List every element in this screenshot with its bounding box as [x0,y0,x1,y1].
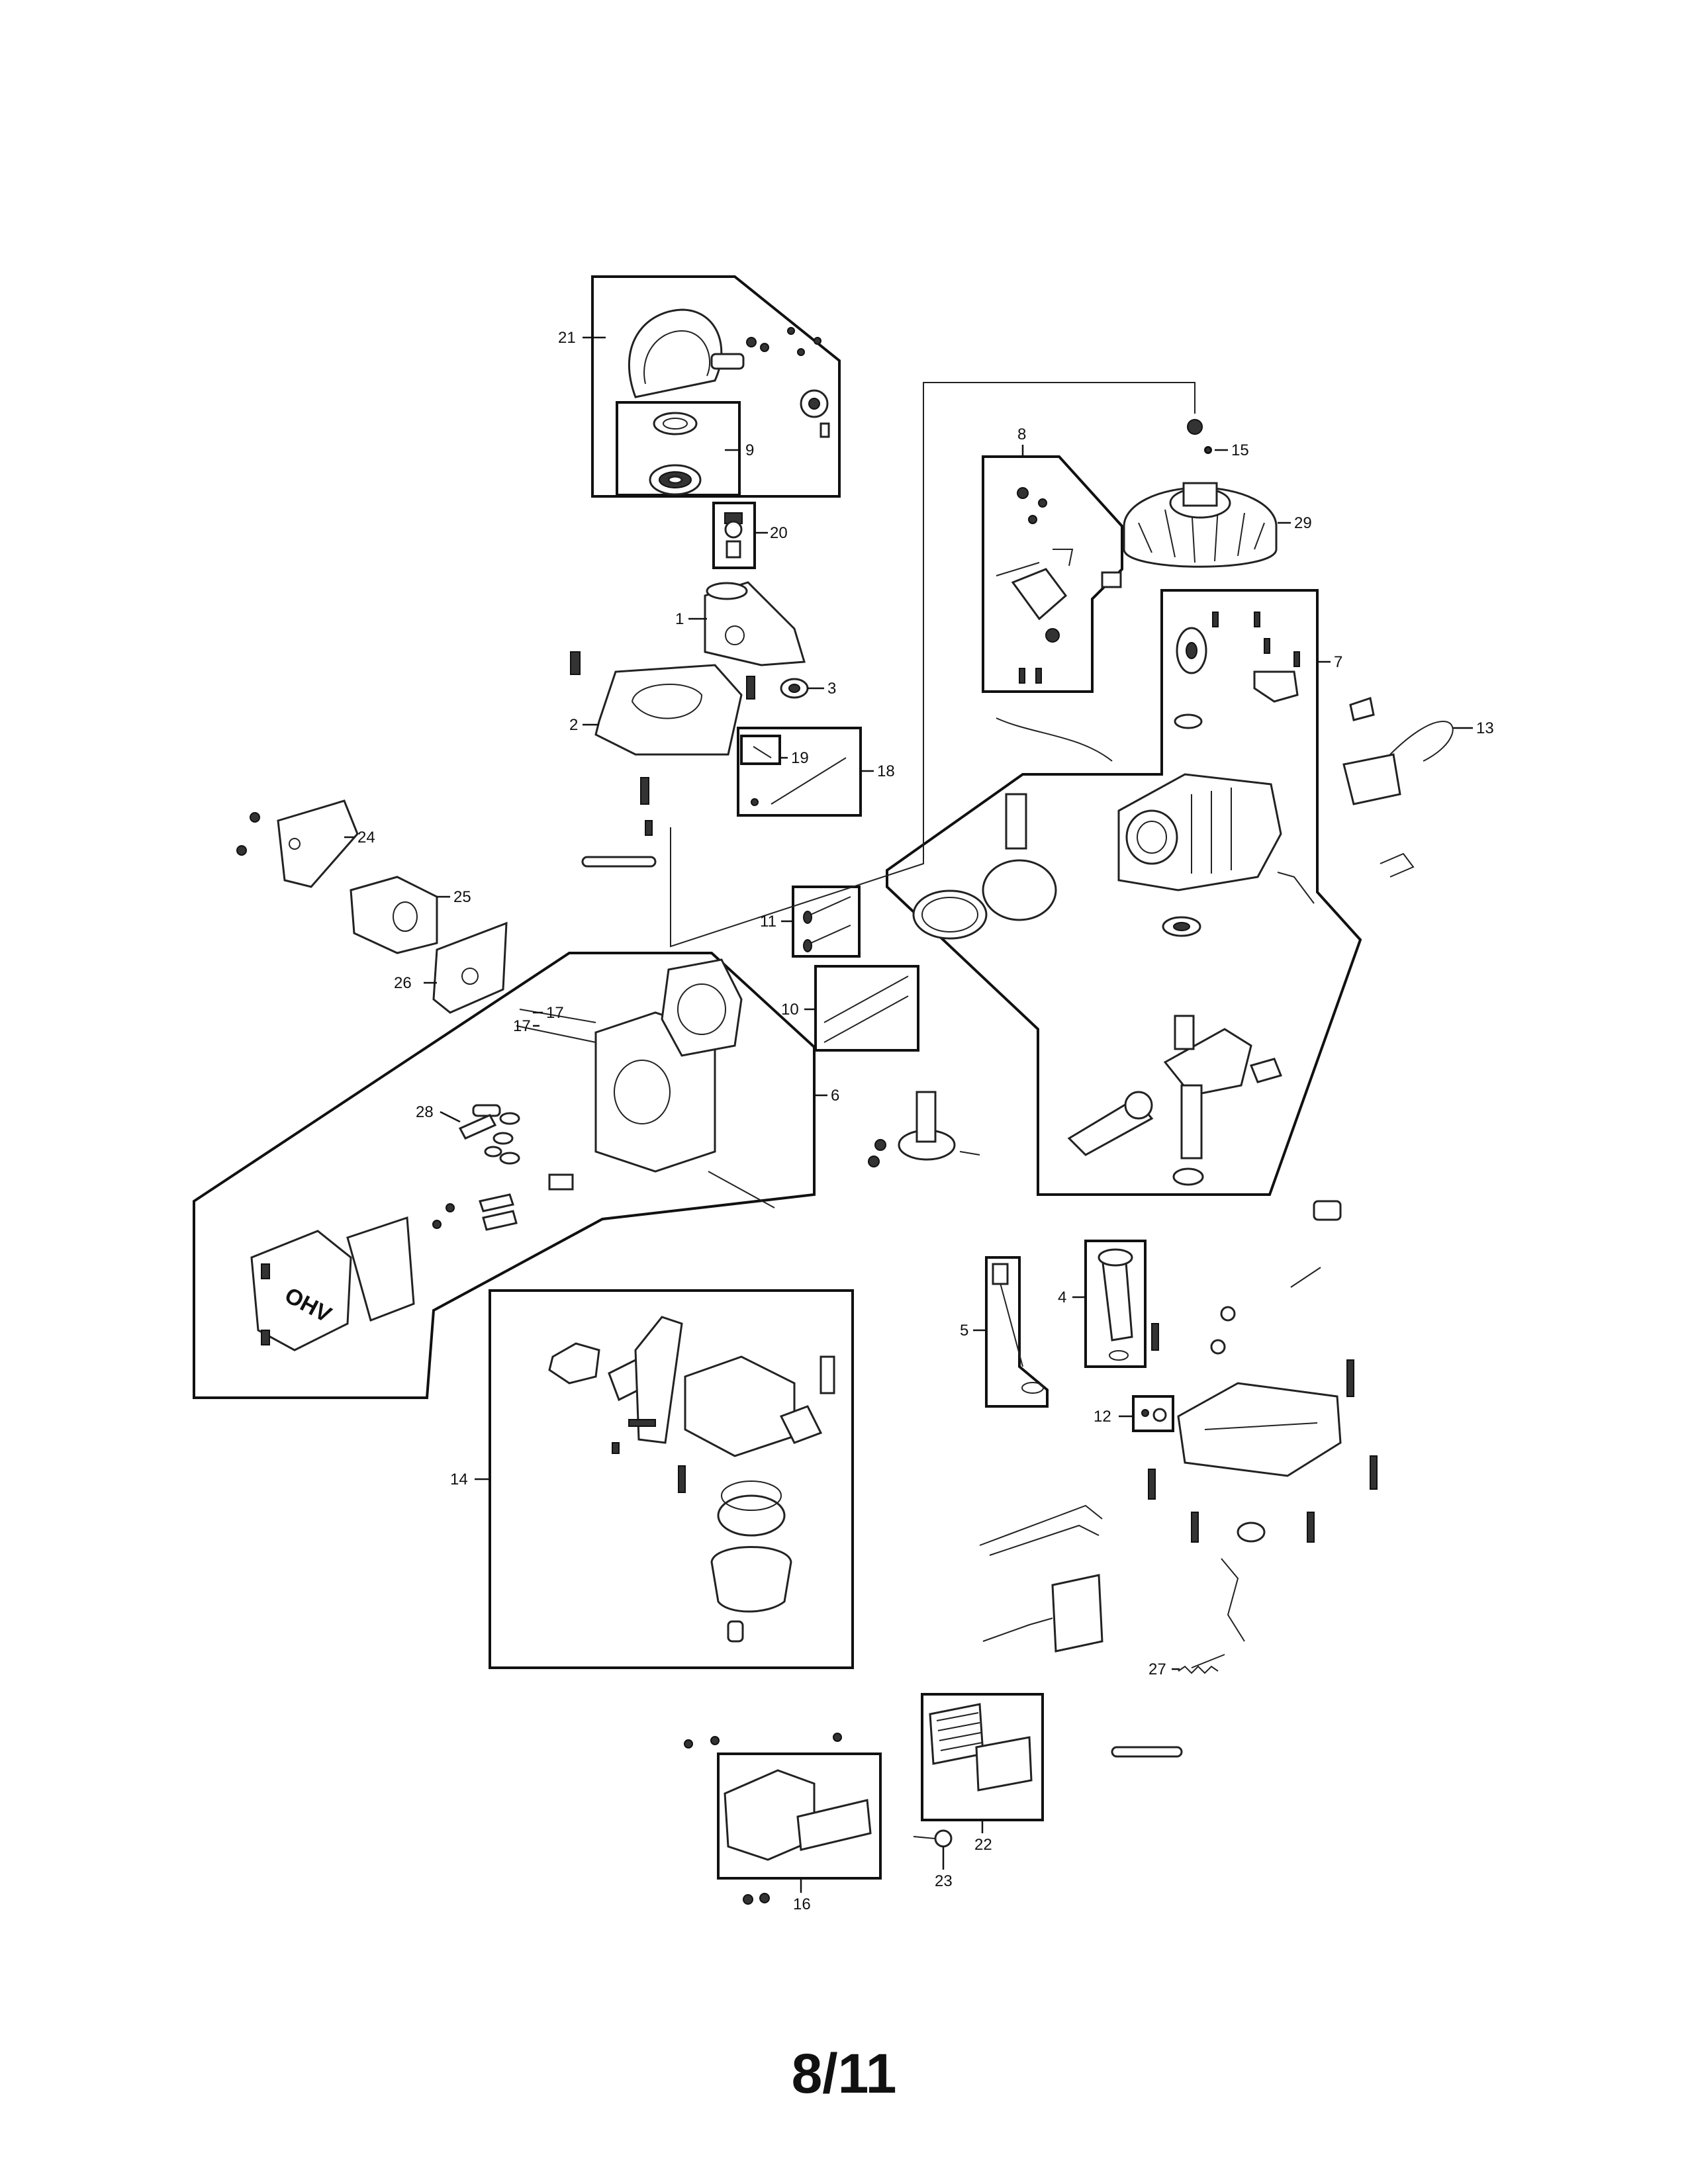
link-strap [581,856,657,868]
starter-housing [628,308,769,398]
item-20-part [724,512,743,559]
valve-springs [484,1112,520,1165]
item-12-frame [1132,1395,1174,1432]
air-cleaner-knob [913,1829,953,1848]
starter-pulley [649,412,702,496]
callout-10: 10 [781,1001,799,1019]
callout-5: 5 [960,1322,968,1340]
callout-12: 12 [1094,1408,1111,1426]
cylinder-baffle [570,651,743,836]
flywheel [1123,419,1278,568]
governor-spring-27 [1178,1665,1219,1674]
cylinder-head [472,958,775,1208]
callout-8: 8 [1017,426,1026,443]
filter-element [929,1703,1033,1792]
linkage-rods [979,1504,1245,1668]
muffler-shield [432,921,508,1014]
callout-18: 18 [877,762,895,780]
oil-fill-frame [1084,1240,1147,1368]
blower-housing [704,581,806,666]
callout-25: 25 [453,888,471,906]
ignition-coil [1277,697,1454,904]
callout-6: 6 [831,1087,839,1105]
pushrod-parts [751,746,847,806]
callout-17a: 17 [546,1004,564,1022]
callout-2: 2 [569,716,578,734]
callout-17b: 17 [513,1017,531,1035]
muffler-guard [236,799,359,888]
callout-21: 21 [558,329,576,347]
muffler [350,876,438,954]
item-3-part [746,676,809,700]
leader-lines [344,336,1473,1893]
callout-19: 19 [791,749,809,767]
item-15-part [1205,447,1211,453]
item-20-frame [712,502,756,569]
piston-assembly [912,793,1057,940]
item-19-subframe [740,735,781,765]
callout-15: 15 [1231,441,1249,459]
callout-26: 26 [394,974,412,992]
callout-29: 29 [1294,514,1312,532]
callout-4: 4 [1058,1289,1066,1306]
crankcase-block [1117,612,1300,937]
governor-bracket [996,487,1122,684]
callout-3: 3 [827,680,836,698]
recoil-starter-frame [591,275,841,498]
page-number: 8/11 [791,2042,897,2105]
camshaft [868,1091,980,1167]
item-10-frame [814,965,919,1052]
callout-27: 27 [1149,1661,1166,1678]
air-cleaner-frame [717,1752,882,1880]
flywheel-connector-line [670,382,1196,948]
crankshaft [1067,1015,1283,1186]
lower-link-strap [1111,1746,1183,1758]
callout-labels: 21 9 20 1 2 3 19 18 8 15 29 7 13 24 25 2… [357,329,1494,1913]
item-10-rods [823,976,909,1043]
item-12-part [1141,1408,1167,1422]
callout-22: 22 [974,1836,992,1854]
valve-cover [250,1216,415,1351]
dipstick-frame [985,1256,1049,1408]
crankcase-frame [886,589,1362,1196]
rocker-arms [432,1173,574,1231]
callout-13: 13 [1476,719,1494,737]
cylinder-head-frame [193,952,816,1399]
callout-14: 14 [450,1471,468,1488]
callout-1: 1 [675,610,684,628]
oil-fill-tube [1098,1248,1133,1361]
callout-16: 16 [793,1895,811,1913]
callout-7: 7 [1334,653,1342,671]
starter-small-parts [787,327,830,438]
valves [803,896,851,952]
callout-11: 11 [760,913,776,931]
callout-28: 28 [416,1103,434,1121]
callout-9: 9 [745,441,754,459]
spark-plug [458,1114,497,1140]
carburetor [548,1316,835,1643]
callout-24: 24 [357,829,375,846]
callout-20: 20 [770,524,788,542]
dipstick [992,1263,1044,1394]
callout-23: 23 [935,1872,953,1890]
governor-spring [996,717,1113,762]
crankcase-cover [1148,1200,1378,1543]
air-cleaner [684,1733,872,1905]
